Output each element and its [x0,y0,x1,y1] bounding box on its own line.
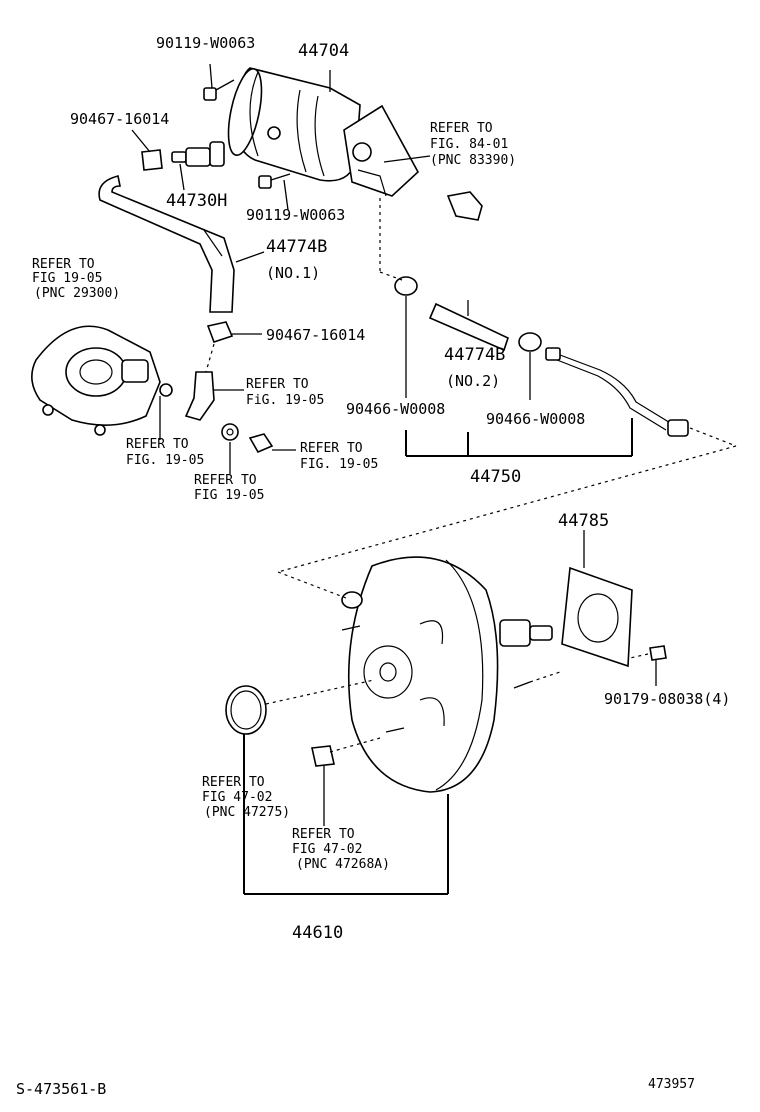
ref-fig47-b: REFER TO FIG 47-02 (PNC 47268A) [292,827,390,872]
label-no2: (NO.2) [446,372,500,390]
ref-fig19-c: REFER TO FIG 19-05 [194,473,264,503]
nut-90179 [649,645,667,661]
ref-fig19-pump: REFER TO FIG 19-05 (PNC 29300) [32,257,120,301]
vacuum-pipe [545,347,689,437]
ref-fig47-a-line2: FIG 47-02 [202,790,272,805]
ref-fig19-d-line2: FIG. 19-05 [300,457,378,472]
ref-fig19-pump-line2: FIG 19-05 [32,271,102,286]
label-44774B-no2: 44774B [444,345,505,365]
gasket-44785 [561,566,633,668]
label-90119-bottom: 90119-W0063 [246,206,345,224]
hose-44774B-no2 [428,302,509,352]
brake-booster-drawing [341,556,553,793]
clevis-nut [311,745,335,767]
label-90467-top: 90467-16014 [70,110,169,128]
label-90119-top: 90119-W0063 [156,34,255,52]
label-44704: 44704 [298,41,349,61]
ref-fig19-c-line1: REFER TO [194,473,257,488]
vacuum-switch [446,191,483,221]
label-44610: 44610 [292,923,343,943]
ref-fig84-line1: REFER TO [430,121,493,136]
bolt-90119-top [203,79,235,101]
washer-small [221,423,239,441]
vacuum-pump-drawing [31,325,161,436]
union-fitting [159,371,215,421]
ref-fig19-b-line1: REFER TO [126,437,189,452]
clip-90466-left [394,276,418,296]
ref-fig47-b-line3: (PNC 47268A) [296,857,390,872]
label-no1: (NO.1) [266,264,320,282]
vacuum-tank-drawing [227,67,420,197]
ref-fig47-b-line2: FIG 47-02 [292,842,362,857]
label-44774B-no1: 44774B [266,237,327,257]
label-90179: 90179-08038(4) [604,690,730,708]
o-ring [225,685,267,735]
bolt-90119-bottom [258,173,291,189]
clip-90467-mid [206,321,234,344]
ref-fig19-b-line2: FIG. 19-05 [126,453,204,468]
ref-fig47-b-line1: REFER TO [292,827,355,842]
ref-fig84-line2: FIG. 84-01 [430,137,508,152]
ref-fig84: REFER TO FIG. 84-01 (PNC 83390) [430,121,516,168]
ref-fig19-a-line2: FiG. 19-05 [246,393,324,408]
ref-fig19-b: REFER TO FIG. 19-05 [126,437,204,468]
ref-fig19-pump-line3: (PNC 29300) [34,286,120,301]
ref-fig19-a: REFER TO FiG. 19-05 [246,377,324,408]
label-90466-left: 90466-W0008 [346,400,445,418]
clip-90466-right [518,332,542,352]
clip-90467-top [141,149,163,171]
ref-fig19-d-line1: REFER TO [300,441,363,456]
ref-fig47-a: REFER TO FIG 47-02 (PNC 47275) [202,775,290,820]
label-90466-right: 90466-W0008 [486,410,585,428]
ref-fig19-d: REFER TO FIG. 19-05 [300,441,378,472]
footer-left-code: S-473561-B [16,1080,106,1098]
ref-fig47-a-line1: REFER TO [202,775,265,790]
ref-fig84-line3: (PNC 83390) [430,153,516,168]
ref-fig47-a-line3: (PNC 47275) [204,805,290,820]
hose-44774B-no1 [98,175,235,313]
ref-fig19-a-line1: REFER TO [246,377,309,392]
check-valve-44730H [171,141,225,167]
ref-fig19-c-line2: FIG 19-05 [194,488,264,503]
leader-lines [131,63,737,895]
label-90467-mid: 90467-16014 [266,326,365,344]
label-44730H: 44730H [166,191,227,211]
footer-right-code: 473957 [648,1077,695,1092]
union-bolt [248,433,274,454]
label-44785: 44785 [558,511,609,531]
ref-fig19-pump-line1: REFER TO [32,257,95,272]
label-44750: 44750 [470,467,521,487]
